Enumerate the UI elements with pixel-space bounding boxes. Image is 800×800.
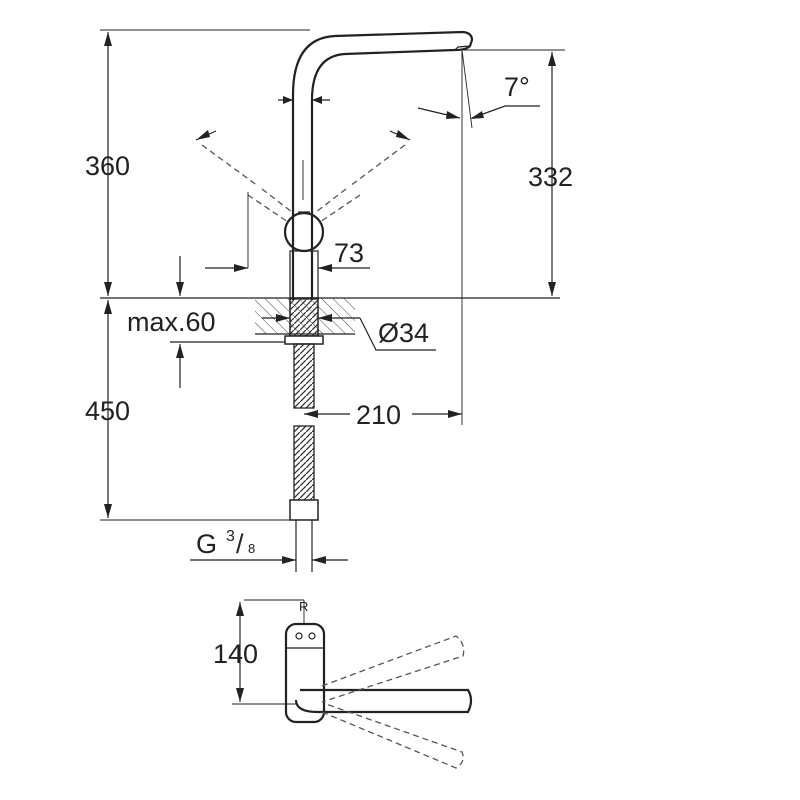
dimension-thread: G 3 / 8 xyxy=(190,528,348,564)
label-332: 332 xyxy=(528,162,573,192)
dimension-7deg: 7° xyxy=(417,49,540,425)
plan-spout-swing-up xyxy=(321,635,465,703)
dimension-max60: max.60 xyxy=(127,256,216,388)
angle-right-arrow xyxy=(396,130,410,140)
dimension-450: 450 xyxy=(85,300,300,521)
mounting-nut xyxy=(284,335,324,345)
label-73: 73 xyxy=(334,238,364,268)
spout-angle-ref xyxy=(461,49,473,129)
label-140: 140 xyxy=(213,639,258,669)
dimension-360: 360 xyxy=(85,29,310,296)
dimension-73: 73 xyxy=(205,192,370,272)
plan-cold-marker xyxy=(308,632,316,640)
angle-top-right-arrow xyxy=(312,96,322,104)
label-210: 210 xyxy=(356,400,401,430)
plan-body xyxy=(284,622,326,724)
label-thread-num: 3 xyxy=(226,528,235,545)
plan-hot-marker xyxy=(295,632,303,640)
label-7deg: 7° xyxy=(504,72,530,102)
lever-left-lower xyxy=(247,194,289,223)
lever-right-lower xyxy=(319,194,361,223)
faucet-base xyxy=(289,250,319,300)
dimension-332: 332 xyxy=(460,49,573,296)
handle-ball xyxy=(283,211,325,253)
label-thread-den: 8 xyxy=(248,541,255,556)
spout-tip xyxy=(454,45,471,51)
hose-upper xyxy=(293,343,315,409)
label-thread-g: G xyxy=(196,529,217,559)
label-360: 360 xyxy=(85,151,130,181)
plan-spout-swing-down xyxy=(321,703,464,769)
faucet-elevation xyxy=(283,30,474,300)
threaded-shank xyxy=(289,297,319,337)
faucet-plan-view: R 140 xyxy=(213,599,473,769)
label-dia34: Ø34 xyxy=(378,318,429,348)
angle-left-arrow xyxy=(196,130,210,140)
hose-fitting xyxy=(289,499,319,521)
hose-lower xyxy=(293,425,315,511)
label-thread-slash: / xyxy=(236,529,244,559)
dimension-dia34: Ø34 xyxy=(262,314,436,351)
lever-swing-positions xyxy=(195,96,411,223)
lever-right-position xyxy=(315,144,406,213)
dim-34-callout xyxy=(359,317,436,351)
plan-spout xyxy=(294,688,473,714)
lever-left-position xyxy=(201,144,293,213)
mounting-assembly xyxy=(284,297,324,572)
angle-top-left-arrow xyxy=(283,96,293,104)
label-max60: max.60 xyxy=(127,307,216,337)
angle-7-right-leader xyxy=(471,105,540,119)
label-450: 450 xyxy=(85,396,130,426)
plan-marker-label: R xyxy=(299,599,308,614)
dimension-210: 210 xyxy=(304,400,462,430)
spout-outline xyxy=(291,30,474,300)
